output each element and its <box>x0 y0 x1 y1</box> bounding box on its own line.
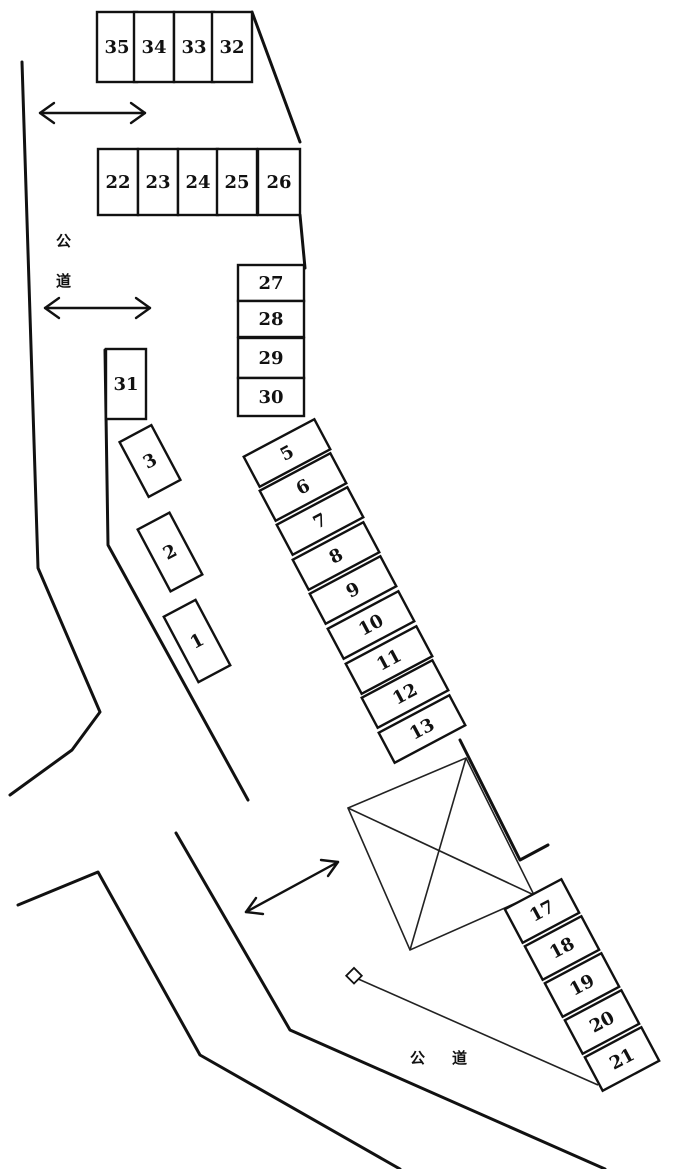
parking-stall-number: 31 <box>113 374 138 395</box>
road-labels: 公 道 公 道 <box>56 232 467 1067</box>
parking-stall-number: 23 <box>145 172 170 193</box>
parking-stall-number: 29 <box>258 348 283 369</box>
parking-stall-outline <box>344 624 434 696</box>
parking-stall-19: 19 <box>543 951 621 1019</box>
parking-stall-5: 5 <box>242 417 332 489</box>
parking-stall-2: 2 <box>136 511 204 593</box>
left-road-edge <box>8 60 102 797</box>
parking-stall-outline <box>563 988 641 1056</box>
parking-stall-outline <box>132 10 176 84</box>
road-label-bottom-first: 公 <box>410 1049 425 1067</box>
parking-stall-33: 33 <box>172 10 216 84</box>
parking-stall-outline <box>360 658 450 730</box>
parking-stall-27: 27 <box>236 263 306 303</box>
two-way-arrow-lower <box>244 858 340 916</box>
parking-stall-outline <box>210 10 254 84</box>
parking-stall-outline <box>104 347 148 421</box>
parking-stall-8: 8 <box>291 520 381 592</box>
two-way-arrow-middle <box>43 296 152 320</box>
right-wall-lower <box>458 738 550 862</box>
parking-stall-22: 22 <box>96 147 140 217</box>
parking-stall-18: 18 <box>523 914 601 982</box>
right-wall-mid <box>298 213 307 270</box>
building <box>346 756 536 952</box>
sign-marker-icon <box>344 966 364 985</box>
parking-stall-20: 20 <box>563 988 641 1056</box>
two-way-arrow-top <box>38 101 147 125</box>
parking-stall-number: 35 <box>104 37 129 58</box>
lower-street-edge <box>174 831 607 1169</box>
parking-stall-number: 30 <box>258 387 283 408</box>
parking-stall-number: 33 <box>181 37 206 58</box>
parking-stall-30: 30 <box>236 376 306 418</box>
parking-stall-number: 25 <box>224 172 249 193</box>
parking-stall-13: 13 <box>377 693 467 765</box>
parking-stall-28: 28 <box>236 299 306 339</box>
parking-stall-7: 7 <box>275 485 365 557</box>
parking-stall-21: 21 <box>583 1025 661 1093</box>
parking-stall-outline <box>95 10 139 84</box>
parking-stall-number: 24 <box>185 172 210 193</box>
parking-stall-34: 34 <box>132 10 176 84</box>
parking-stall-29: 29 <box>236 336 306 380</box>
parking-stall-35: 35 <box>95 10 139 84</box>
road-label-left-top: 公 <box>56 232 71 250</box>
parking-stall-11: 11 <box>344 624 434 696</box>
parking-stall-outline <box>377 693 467 765</box>
parking-stall-3: 3 <box>117 423 183 499</box>
parking-stall-32: 32 <box>210 10 254 84</box>
parking-stall-outline <box>275 485 365 557</box>
parking-stall-number: 32 <box>219 37 244 58</box>
parking-stall-outline <box>242 417 332 489</box>
parking-stall-outline <box>308 554 398 626</box>
parking-stall-outline <box>583 1025 661 1093</box>
parking-stall-outline <box>543 951 621 1019</box>
parking-stall-outline <box>236 376 306 418</box>
parking-stall-25: 25 <box>215 147 259 217</box>
parking-stall-outline <box>503 877 581 945</box>
parking-stall-number: 28 <box>258 309 283 330</box>
parking-stall-number: 22 <box>105 172 130 193</box>
parking-stall-outline <box>117 423 183 499</box>
parking-stall-outline <box>523 914 601 982</box>
upper-right-wall <box>250 10 302 144</box>
parking-stall-outline <box>326 589 416 661</box>
building-outline <box>346 756 536 952</box>
building-diagonal-a <box>347 807 535 896</box>
parking-stall-23: 23 <box>136 147 180 217</box>
parking-stall-number: 27 <box>258 273 283 294</box>
sign-line <box>355 977 599 1086</box>
parking-stall-10: 10 <box>326 589 416 661</box>
parking-stall-6: 6 <box>258 451 348 523</box>
parking-stall-number: 26 <box>266 172 291 193</box>
parking-stall-outline <box>172 10 216 84</box>
parking-stall-outline <box>236 299 306 339</box>
parking-stall-24: 24 <box>176 147 220 217</box>
parking-stall-26: 26 <box>256 147 302 217</box>
parking-stall-outline <box>136 511 204 593</box>
parking-stall-outline <box>215 147 259 217</box>
lower-left-road-edge <box>16 870 402 1169</box>
parking-stall-outline <box>162 598 232 684</box>
parking-stall-outline <box>291 520 381 592</box>
parking-stall-31: 31 <box>104 347 148 421</box>
parking-stall-outline <box>236 336 306 380</box>
parking-stall-outline <box>256 147 302 217</box>
parking-stall-12: 12 <box>360 658 450 730</box>
road-label-bottom-second: 道 <box>452 1049 467 1067</box>
traffic-arrows <box>38 101 340 916</box>
parking-stall-17: 17 <box>503 877 581 945</box>
parking-stall-outline <box>258 451 348 523</box>
parking-stall-9: 9 <box>308 554 398 626</box>
parking-stall-1: 1 <box>162 598 232 684</box>
sign-post <box>344 966 599 1086</box>
parking-stall-number: 34 <box>141 37 166 58</box>
building-diagonal-b <box>409 757 467 951</box>
road-label-left-bottom: 道 <box>56 272 71 290</box>
